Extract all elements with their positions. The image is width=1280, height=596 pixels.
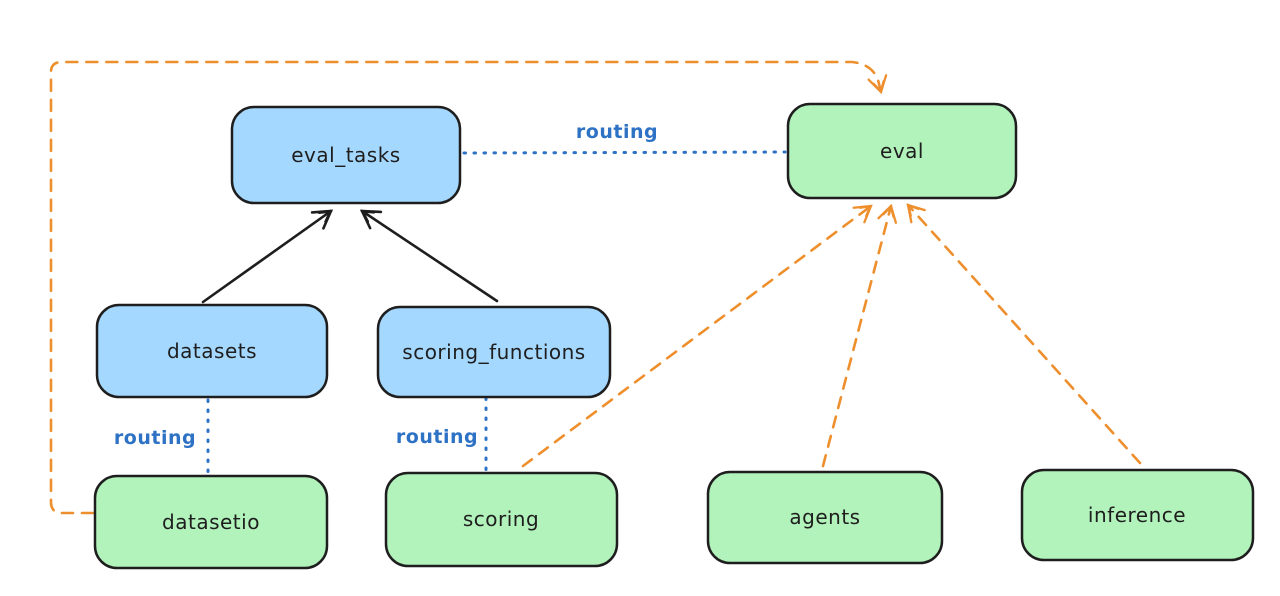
node-datasets-box <box>95 303 329 399</box>
node-scoring-functions: scoring_functions <box>376 305 612 399</box>
node-inference-box <box>1020 468 1255 562</box>
node-scoring: scoring <box>384 471 619 568</box>
node-scoring-functions-label: scoring_functions <box>402 340 585 364</box>
edge-scoring-functions-to-eval-tasks <box>359 209 499 303</box>
node-inference-label: inference <box>1088 503 1186 527</box>
node-eval: eval <box>786 102 1018 200</box>
node-agents-box <box>706 470 944 565</box>
node-inference: inference <box>1020 468 1255 562</box>
routing-label-middle: routing <box>396 426 478 448</box>
node-eval-box <box>786 102 1018 200</box>
edge-datasets-to-eval-tasks <box>201 209 334 304</box>
node-eval-label: eval <box>880 139 924 163</box>
edge-agents-to-eval <box>821 203 898 468</box>
node-datasets: datasets <box>95 303 329 399</box>
node-datasetio-box <box>93 474 329 570</box>
node-datasetio-label: datasetio <box>162 510 260 534</box>
node-eval-tasks-label: eval_tasks <box>291 143 400 167</box>
node-eval-tasks-box <box>230 105 462 205</box>
node-scoring-label: scoring <box>463 507 539 531</box>
node-agents-label: agents <box>789 505 860 529</box>
node-agents: agents <box>706 470 944 565</box>
edge-routing-eval-tasks-eval <box>462 150 787 155</box>
edge-datasetio-to-eval <box>49 60 888 515</box>
node-datasets-label: datasets <box>167 339 257 363</box>
node-eval-tasks: eval_tasks <box>230 105 462 205</box>
edge-inference-to-eval <box>906 203 1142 465</box>
node-scoring-functions-box <box>376 305 612 399</box>
routing-label-left: routing <box>114 427 196 449</box>
routing-label-top: routing <box>576 121 658 143</box>
node-scoring-box <box>384 471 619 568</box>
node-datasetio: datasetio <box>93 474 329 570</box>
edge-scoring-to-eval <box>521 204 873 468</box>
